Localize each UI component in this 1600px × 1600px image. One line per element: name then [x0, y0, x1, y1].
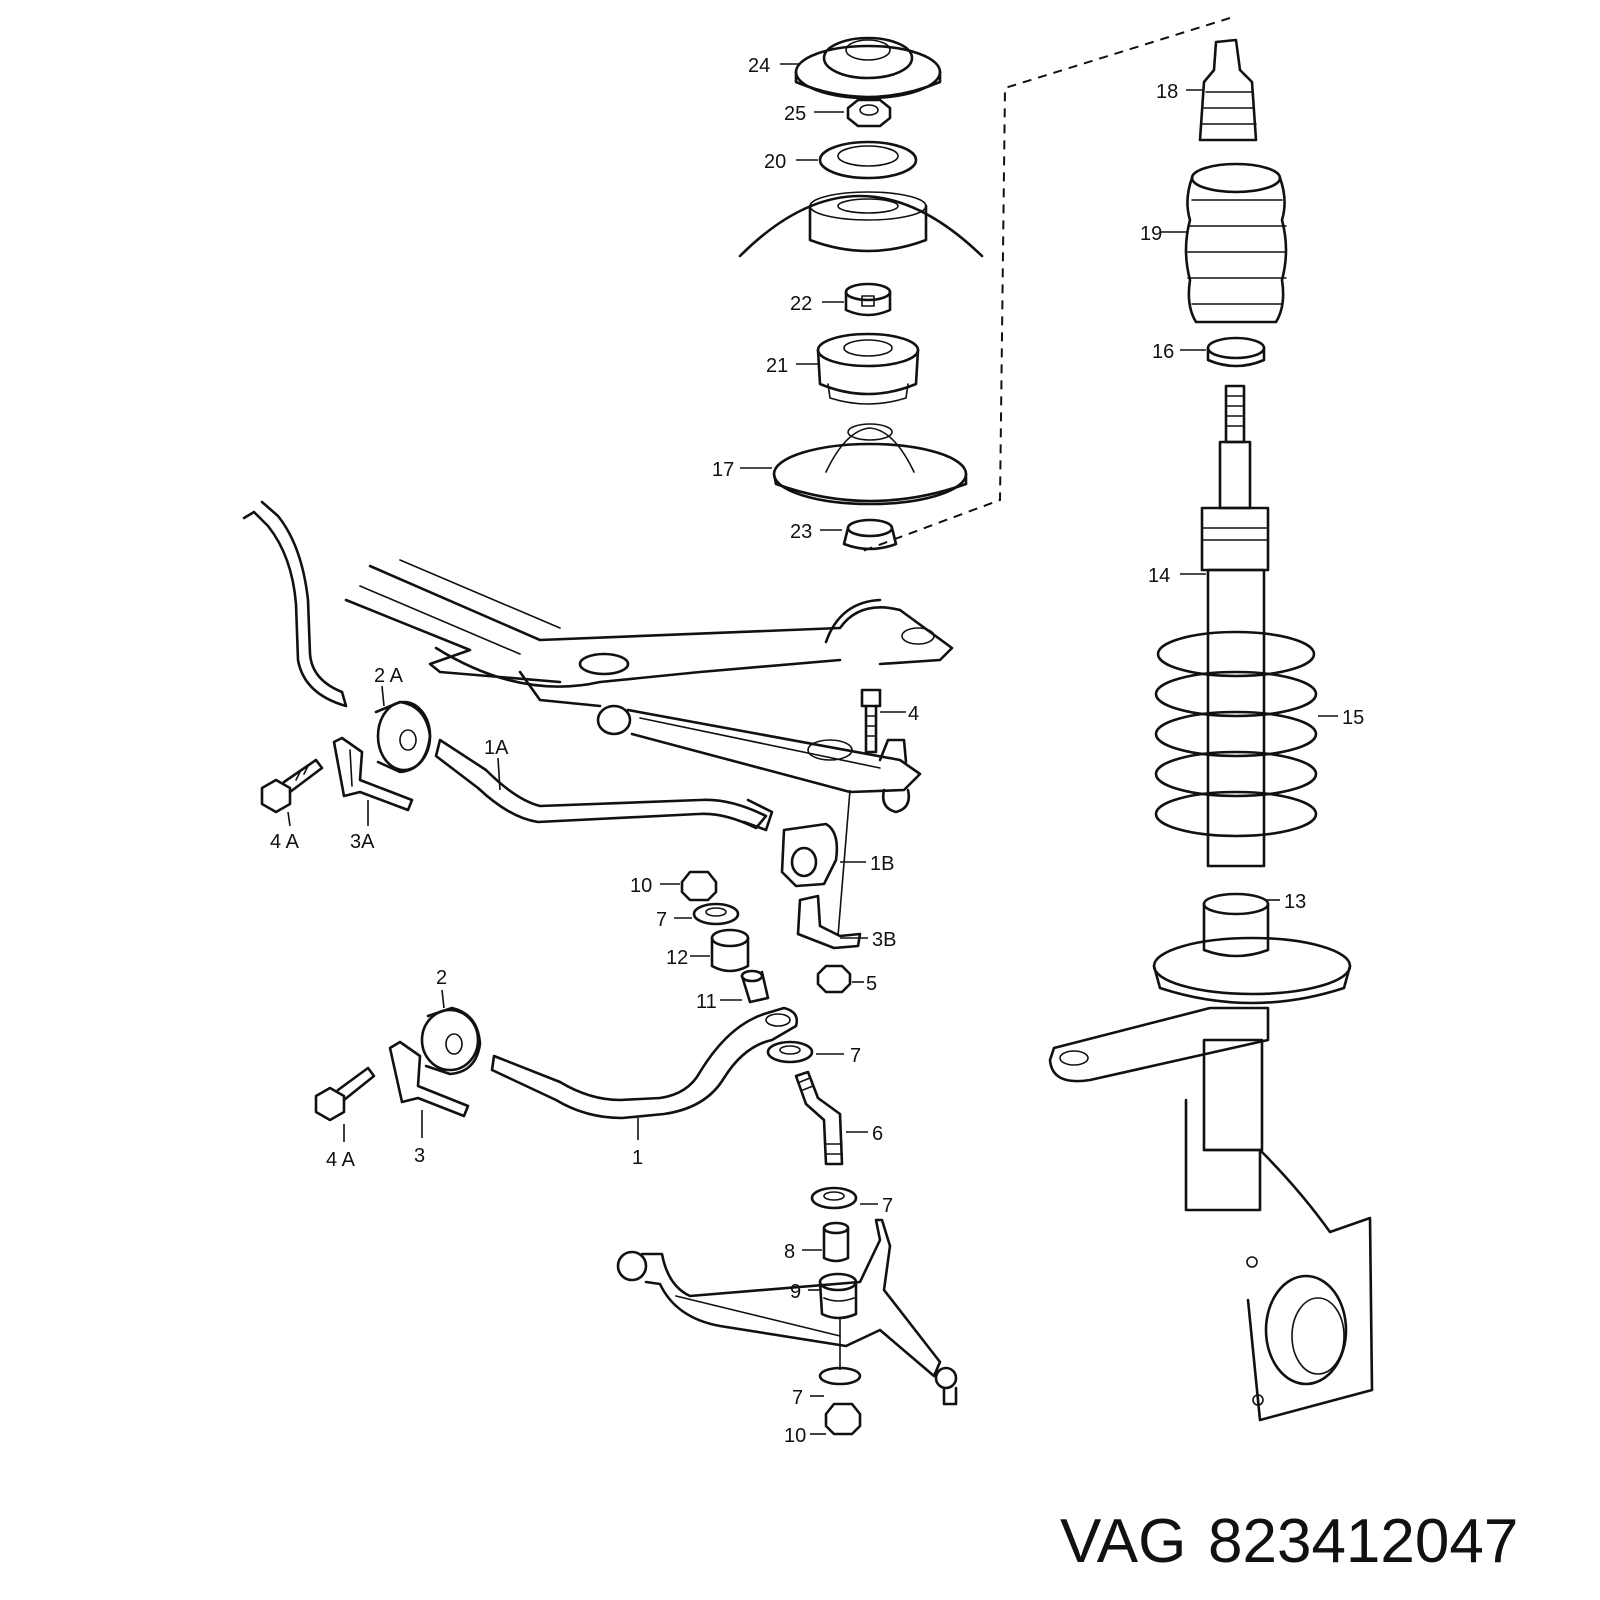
brand-part-number: 823412047 [1208, 1507, 1518, 1576]
bushing-part-2A [374, 700, 432, 774]
brand-maker: VAG [1060, 1507, 1186, 1576]
label-10-bottom: 10 [784, 1425, 806, 1447]
label-4A-top: 4 A [270, 831, 300, 853]
bushing-part-22 [844, 282, 892, 317]
part-number-caption: VAG 823412047 [1060, 1507, 1518, 1576]
label-3A: 3A [350, 831, 375, 853]
label-16: 16 [1152, 341, 1174, 363]
label-22: 22 [790, 293, 812, 315]
washer-part-7c [810, 1186, 858, 1210]
washer-part-7b [766, 1040, 814, 1064]
washer-part-7d [818, 1366, 862, 1386]
washer-part-16 [1206, 336, 1266, 368]
label-1: 1 [632, 1147, 643, 1169]
label-15: 15 [1342, 707, 1364, 729]
bushing-part-9 [818, 1272, 858, 1320]
label-13: 13 [1284, 891, 1306, 913]
dust-boot-part-19 [1184, 162, 1288, 324]
label-7b: 7 [850, 1045, 861, 1067]
label-3: 3 [414, 1145, 425, 1167]
label-3B: 3B [872, 929, 896, 951]
label-5: 5 [866, 973, 877, 995]
shock-absorber-part-14 [1200, 384, 1270, 868]
label-2: 2 [436, 967, 447, 989]
label-1A: 1A [484, 737, 509, 759]
label-7a: 7 [656, 909, 667, 931]
spring-seat-part-17 [772, 423, 968, 506]
nut-part-10-top [680, 870, 718, 902]
bushing-part-2 [420, 1006, 482, 1076]
label-10-top: 10 [630, 875, 652, 897]
label-19: 19 [1140, 223, 1162, 245]
nut-part-25 [846, 98, 892, 128]
stop-washer-part-23 [842, 518, 898, 551]
label-6: 6 [872, 1123, 883, 1145]
label-7c: 7 [882, 1195, 893, 1217]
label-4-top: 4 [908, 703, 919, 725]
bushing-part-1B [780, 822, 839, 888]
spring-plate-part-13 [1152, 892, 1352, 1005]
leader-lines [287, 63, 1338, 1435]
upper-control-arm [596, 704, 922, 814]
label-14: 14 [1148, 565, 1170, 587]
clamp-part-3B [796, 894, 862, 950]
bolt-part-4A-top [260, 758, 324, 814]
mount-cap-part-24 [794, 36, 942, 100]
body-dome-part [738, 191, 984, 258]
label-11: 11 [696, 991, 717, 1013]
sleeve-part-8 [822, 1221, 850, 1263]
part-labels: 24 25 20 22 21 17 23 18 19 16 14 15 13 2… [270, 55, 1364, 1447]
label-21: 21 [766, 355, 788, 377]
label-1B: 1B [870, 853, 894, 875]
stabilizer-bar-lower-part-1 [490, 1006, 799, 1120]
washer-part-20 [818, 140, 918, 180]
label-24: 24 [748, 55, 770, 77]
strut-mount-group-frame [859, 17, 1231, 553]
stabilizer-bar-upper-part-1A [242, 500, 774, 832]
bump-stop-part-18 [1198, 38, 1258, 142]
label-17: 17 [712, 459, 734, 481]
lower-control-arm [616, 1218, 958, 1406]
rubber-bearing-part-21 [816, 332, 920, 405]
label-20: 20 [764, 151, 786, 173]
sleeve-part-11 [740, 969, 770, 1004]
label-25: 25 [784, 103, 806, 125]
label-8: 8 [784, 1241, 795, 1263]
label-4A-bottom: 4 A [326, 1149, 356, 1171]
label-9: 9 [790, 1281, 801, 1303]
link-rod-part-6 [794, 1070, 844, 1166]
clamp-part-3A [332, 736, 414, 812]
label-7d: 7 [792, 1387, 803, 1409]
steering-knuckle-assembly [1048, 1006, 1374, 1422]
nut-part-5 [816, 964, 852, 994]
subframe-crossmember [344, 559, 954, 708]
nut-part-10-bottom [824, 1402, 862, 1436]
bolt-part-4 [860, 688, 882, 754]
label-2A: 2 A [374, 665, 404, 687]
bushing-part-12 [710, 928, 750, 973]
label-18: 18 [1156, 81, 1178, 103]
coil-spring-part-15 [1154, 630, 1318, 838]
bolt-part-4A-bottom [314, 1066, 376, 1122]
washer-part-7a [692, 902, 740, 926]
label-12: 12 [666, 947, 688, 969]
label-23: 23 [790, 521, 812, 543]
clamp-part-3 [388, 1040, 470, 1118]
